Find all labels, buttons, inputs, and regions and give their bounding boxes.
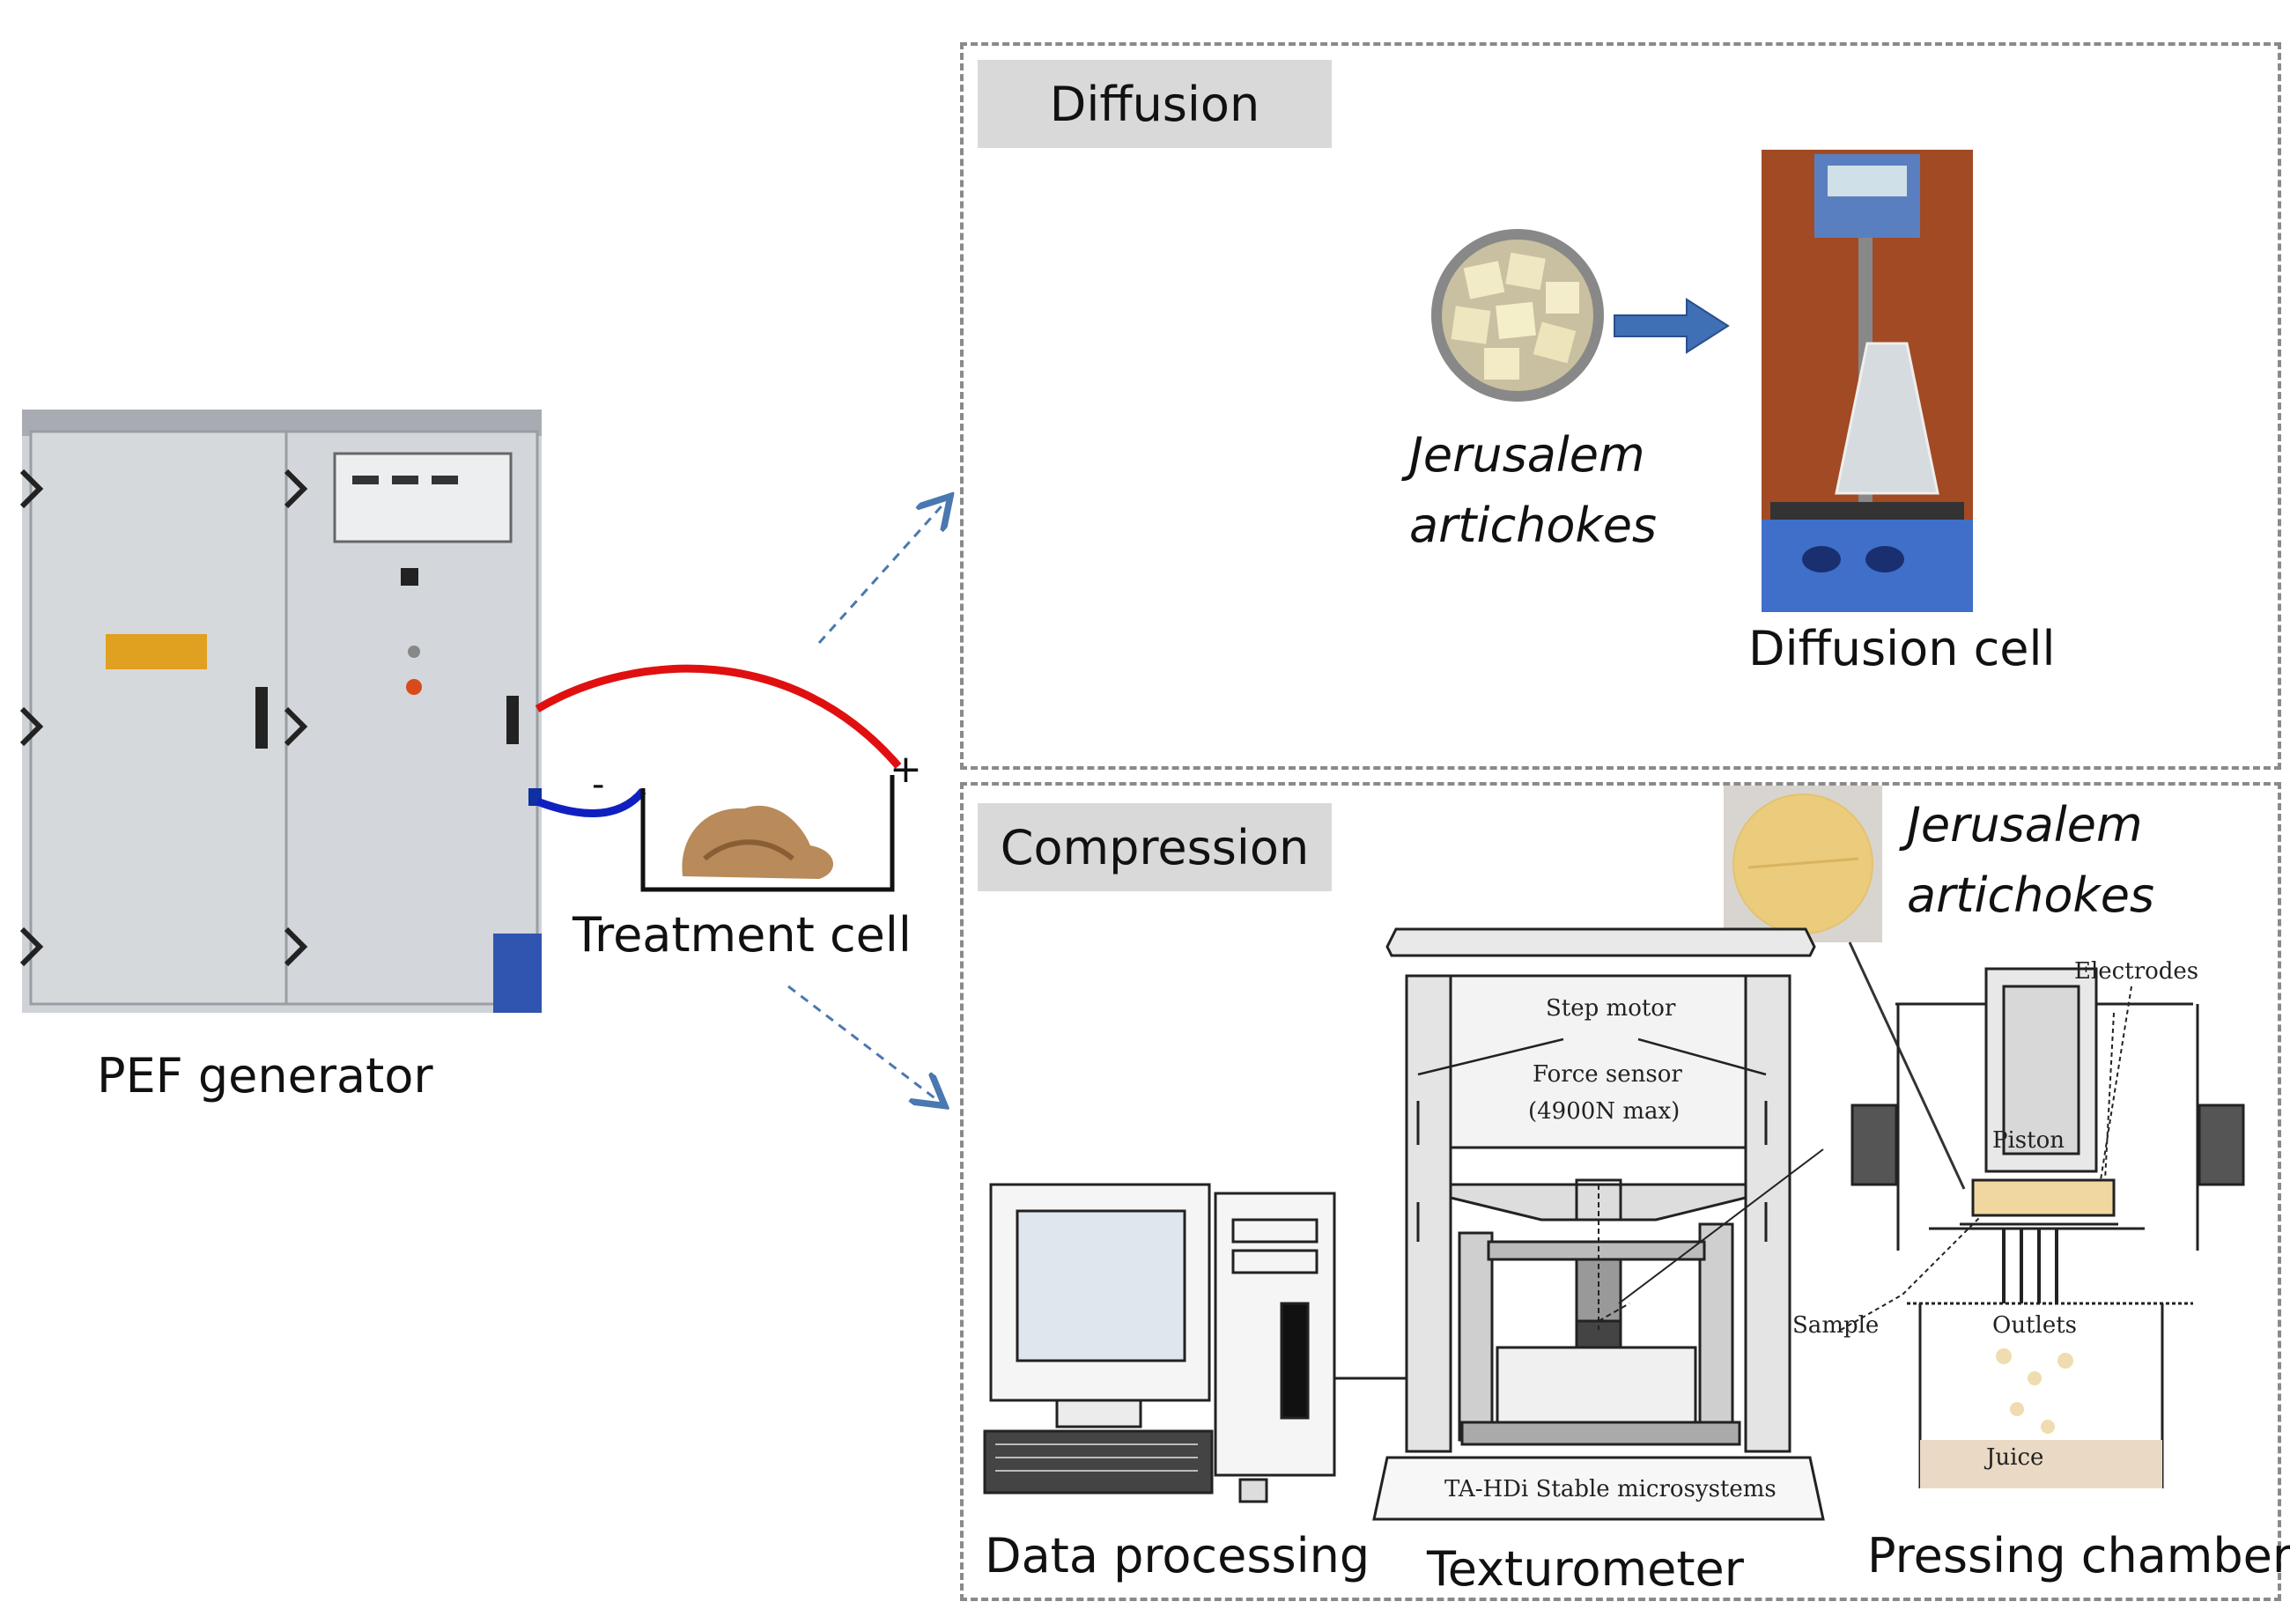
pef-generator-label: PEF generator — [97, 1048, 433, 1104]
sample-label: Sample — [1792, 1312, 1880, 1339]
diffusion-cell-photo — [1762, 150, 1973, 612]
plus-terminal-label: + — [890, 747, 922, 792]
positive-wire — [535, 664, 902, 769]
diffusion-sample-label-line1: Jerusalem — [1409, 427, 1645, 483]
data-processing-label: Data processing — [985, 1528, 1370, 1583]
step-motor-label: Step motor — [1546, 995, 1676, 1022]
force-max-label: (4900N max) — [1528, 1098, 1681, 1125]
force-sensor-label: Force sensor — [1533, 1061, 1682, 1088]
pressing-chamber-drawing — [1618, 967, 2245, 1488]
texturometer-drawing — [1372, 927, 1825, 1521]
artichoke-slice-photo — [1724, 786, 1882, 942]
negative-wire — [536, 788, 646, 817]
compression-sample-label-line2: artichokes — [1907, 867, 2155, 923]
pressing-chamber-label: Pressing chamber — [1867, 1528, 2290, 1583]
diffusion-cell-label: Diffusion cell — [1748, 621, 2056, 676]
treatment-cell-drawing — [640, 775, 895, 892]
texturometer-label: Texturometer — [1427, 1541, 1744, 1597]
pef-generator-photo — [19, 410, 542, 1013]
outlets-label: Outlets — [1992, 1312, 2078, 1339]
diffusion-panel — [960, 42, 2281, 770]
diffusion-sample-label-line2: artichokes — [1409, 498, 1658, 553]
diffusion-flow-arrow — [1614, 298, 1730, 354]
diffusion-title: Diffusion — [978, 60, 1332, 148]
slice-pointer-line — [1848, 941, 1966, 1190]
compression-title: Compression — [978, 803, 1332, 891]
arrow-to-diffusion — [817, 500, 947, 645]
juice-label: Juice — [1986, 1444, 2044, 1471]
computer-drawing — [983, 1183, 1336, 1503]
arrow-to-compression — [787, 985, 941, 1103]
compression-panel — [960, 782, 2281, 1601]
electrodes-label: Electrodes — [2074, 958, 2199, 985]
piston-label: Piston — [1992, 1127, 2065, 1154]
compression-sample-label-line1: Jerusalem — [1907, 797, 2143, 853]
base-label: TA-HDi Stable microsystems — [1444, 1476, 1777, 1502]
artichoke-dish-photo — [1431, 229, 1604, 402]
treatment-cell-label: Treatment cell — [572, 907, 912, 963]
minus-terminal-label: - — [592, 764, 605, 805]
